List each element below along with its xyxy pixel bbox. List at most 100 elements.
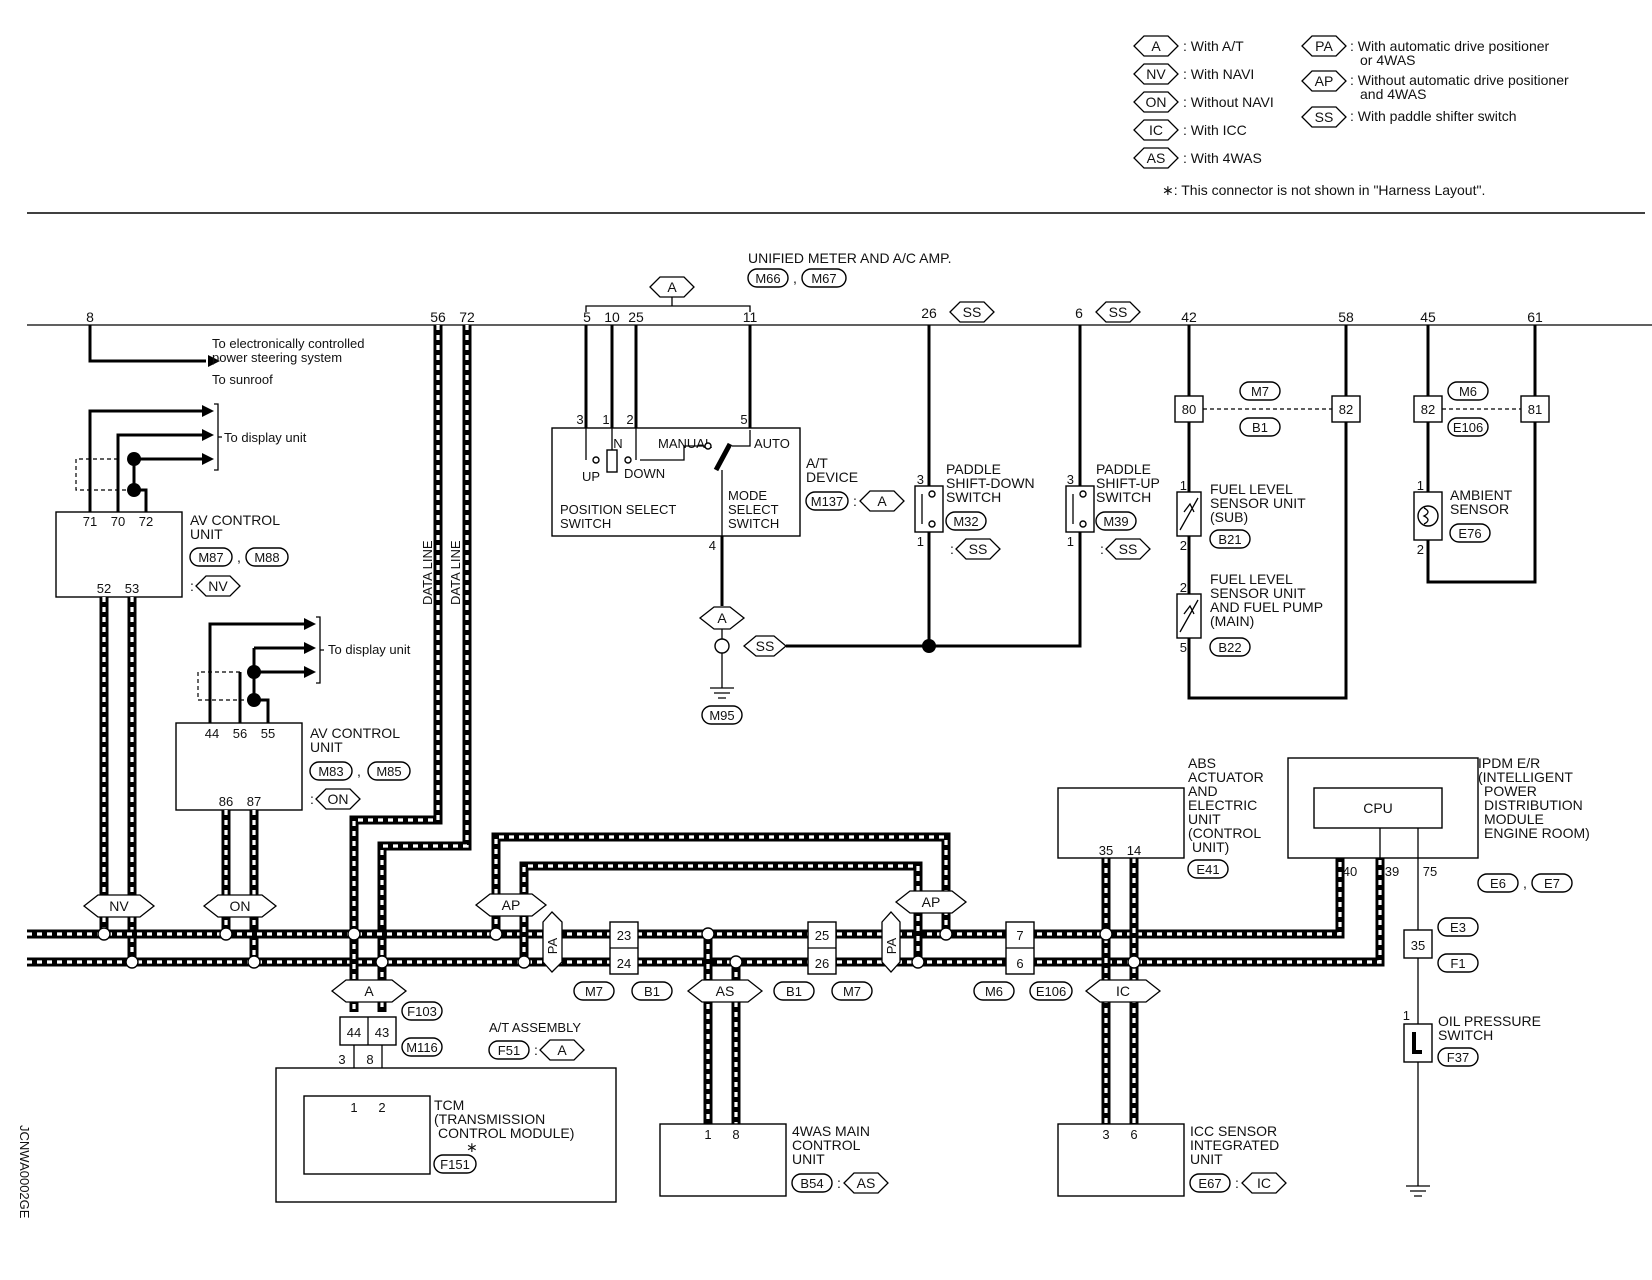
svg-text:SS: SS xyxy=(1315,109,1334,125)
svg-text::: : xyxy=(310,791,314,807)
svg-text:IC: IC xyxy=(1149,122,1163,138)
svg-text:M85: M85 xyxy=(376,764,401,779)
svg-text:CONTROL MODULE): CONTROL MODULE) xyxy=(438,1125,574,1141)
svg-text:NV: NV xyxy=(109,898,129,914)
svg-text:ELECTRIC: ELECTRIC xyxy=(1188,797,1257,813)
svg-text:A/T ASSEMBLY: A/T ASSEMBLY xyxy=(489,1020,581,1035)
svg-text:(SUB): (SUB) xyxy=(1210,509,1248,525)
svg-text:A: A xyxy=(364,983,374,999)
svg-text:FUEL LEVEL: FUEL LEVEL xyxy=(1210,571,1293,587)
svg-text:: Without automatic drive posi: : Without automatic drive positioner xyxy=(1350,72,1569,88)
at-device: 3 1 2 5 N UP DOWN MANUAL AUTO POSITION S… xyxy=(551,325,905,553)
svg-text:,: , xyxy=(357,763,361,779)
svg-text:F103: F103 xyxy=(407,1004,437,1019)
svg-text:2: 2 xyxy=(378,1100,385,1115)
svg-text:A: A xyxy=(667,279,677,295)
svg-text:E106: E106 xyxy=(1453,420,1483,435)
svg-text:5: 5 xyxy=(583,309,591,325)
svg-text:AND: AND xyxy=(1188,783,1218,799)
svg-text:ON: ON xyxy=(1146,94,1167,110)
legend: A : With A/T NV : With NAVI ON : Without… xyxy=(1133,35,1569,198)
svg-text::: : xyxy=(853,493,857,509)
svg-text:8: 8 xyxy=(86,309,94,325)
svg-text:NV: NV xyxy=(1146,66,1166,82)
svg-text:4WAS MAIN: 4WAS MAIN xyxy=(792,1123,870,1139)
svg-text:F151: F151 xyxy=(440,1157,470,1172)
svg-text::: : xyxy=(837,1175,841,1191)
ambient-sensor: 82 81 M6 E106 1 2 AMBIENT SENSOR E76 xyxy=(1413,325,1550,584)
svg-text:UNIFIED METER AND A/C AMP.: UNIFIED METER AND A/C AMP. xyxy=(748,250,952,266)
svg-text:75: 75 xyxy=(1423,864,1437,879)
svg-text:FUEL LEVEL: FUEL LEVEL xyxy=(1210,481,1293,497)
svg-text:ICC SENSOR: ICC SENSOR xyxy=(1190,1123,1277,1139)
svg-text:: Without NAVI: : Without NAVI xyxy=(1183,94,1274,110)
svg-text:DOWN: DOWN xyxy=(624,466,665,481)
svg-text:72: 72 xyxy=(459,309,475,325)
svg-text:40: 40 xyxy=(1343,864,1357,879)
svg-text:M7: M7 xyxy=(843,984,861,999)
svg-text:DISTRIBUTION: DISTRIBUTION xyxy=(1484,797,1583,813)
svg-text:INTEGRATED: INTEGRATED xyxy=(1190,1137,1279,1153)
svg-text:M116: M116 xyxy=(406,1040,438,1055)
svg-text:23: 23 xyxy=(617,928,631,943)
svg-text:F37: F37 xyxy=(1447,1050,1469,1065)
svg-text:25: 25 xyxy=(815,928,829,943)
svg-text:: With NAVI: : With NAVI xyxy=(1183,66,1254,82)
svg-text:,: , xyxy=(793,270,797,286)
svg-text:(INTELLIGENT: (INTELLIGENT xyxy=(1478,769,1573,785)
svg-text::: : xyxy=(190,578,194,594)
svg-text:or 4WAS: or 4WAS xyxy=(1360,52,1416,68)
svg-text:45: 45 xyxy=(1420,309,1436,325)
svg-text::: : xyxy=(534,1042,538,1058)
legend-note: ∗: This connector is not shown in "Harne… xyxy=(1162,182,1485,198)
svg-text:B1: B1 xyxy=(1252,420,1268,435)
paddle-shift-down-switch: 3 1 PADDLE SHIFT-DOWN SWITCH M32 : SS xyxy=(914,461,1035,560)
svg-text:power steering system: power steering system xyxy=(212,350,342,365)
svg-text:ENGINE ROOM): ENGINE ROOM) xyxy=(1484,825,1590,841)
svg-text:86: 86 xyxy=(219,794,233,809)
svg-text:IPDM E/R: IPDM E/R xyxy=(1478,755,1540,771)
svg-text:A: A xyxy=(717,610,727,626)
svg-text:M6: M6 xyxy=(1459,384,1477,399)
svg-text:: With ICC: : With ICC xyxy=(1183,122,1247,138)
svg-text:SENSOR: SENSOR xyxy=(1450,501,1509,517)
svg-text:1: 1 xyxy=(1403,1008,1410,1023)
top-pin-labels: 8 56 72 5 10 25 11 26 6 42 58 45 61 xyxy=(86,305,1543,325)
svg-text:AS: AS xyxy=(1147,150,1166,166)
svg-text:SWITCH: SWITCH xyxy=(1096,489,1151,505)
svg-text:,: , xyxy=(1523,875,1527,891)
svg-text:UNIT: UNIT xyxy=(1190,1151,1223,1167)
svg-text:M67: M67 xyxy=(811,271,836,286)
svg-text:43: 43 xyxy=(375,1025,389,1040)
svg-text:3: 3 xyxy=(1067,472,1074,487)
svg-text:MODULE: MODULE xyxy=(1484,811,1544,827)
svg-text:M137: M137 xyxy=(811,494,844,509)
svg-text:E41: E41 xyxy=(1196,862,1219,877)
svg-text:SENSOR UNIT: SENSOR UNIT xyxy=(1210,585,1306,601)
svg-text:5: 5 xyxy=(1180,640,1187,655)
svg-text:AP: AP xyxy=(502,897,521,913)
svg-text:To electronically controlled: To electronically controlled xyxy=(212,336,364,351)
svg-text:(TRANSMISSION: (TRANSMISSION xyxy=(434,1111,545,1127)
svg-text:M39: M39 xyxy=(1103,514,1128,529)
svg-text:80: 80 xyxy=(1182,402,1196,417)
svg-text:: With paddle shifter switch: : With paddle shifter switch xyxy=(1350,108,1517,124)
can-bus xyxy=(27,597,1385,1124)
svg-text:,: , xyxy=(237,549,241,565)
svg-text:: With automatic drive positio: : With automatic drive positioner xyxy=(1350,38,1550,54)
svg-text:52: 52 xyxy=(97,581,111,596)
svg-text:MODE: MODE xyxy=(728,488,767,503)
svg-text:1: 1 xyxy=(602,412,609,427)
svg-text:UNIT): UNIT) xyxy=(1192,839,1229,855)
svg-text:14: 14 xyxy=(1127,843,1141,858)
svg-text:UNIT: UNIT xyxy=(310,739,343,755)
svg-text:UNIT: UNIT xyxy=(1188,811,1221,827)
svg-text:E106: E106 xyxy=(1036,984,1066,999)
bus-tags: NV ON AP AP PA PA A AS IC xyxy=(82,890,1162,1003)
svg-text:3: 3 xyxy=(1102,1127,1109,1142)
svg-text:2: 2 xyxy=(1180,580,1187,595)
svg-text:61: 61 xyxy=(1527,309,1543,325)
svg-text:CPU: CPU xyxy=(1363,800,1393,816)
svg-text:SS: SS xyxy=(1109,304,1128,320)
